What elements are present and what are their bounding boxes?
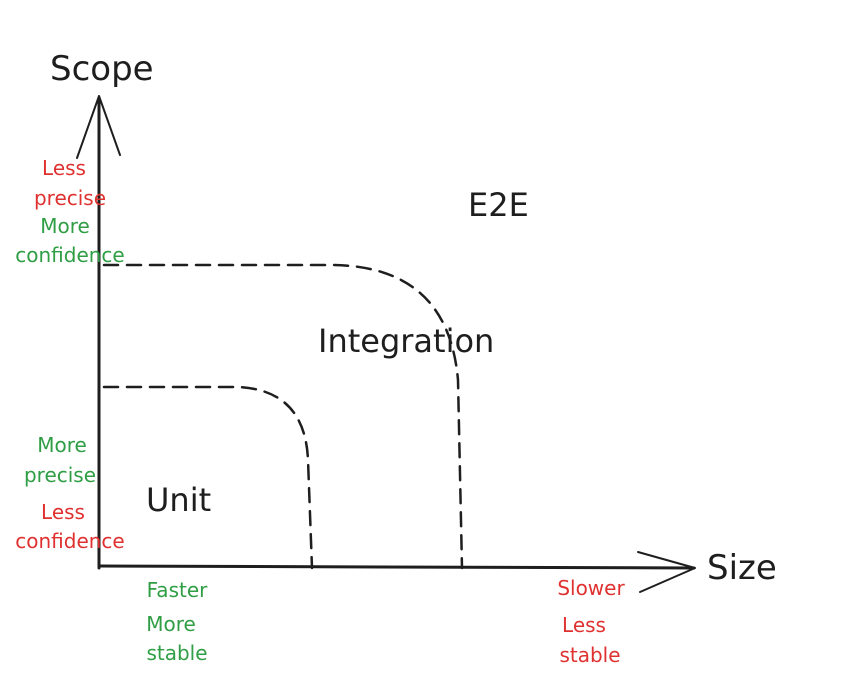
y-top-note-confidence: confidence xyxy=(15,243,124,267)
x-right-note-slower: Slower xyxy=(557,576,625,600)
y-axis xyxy=(76,95,121,570)
y-bottom-note-less: Less xyxy=(41,500,85,524)
x-axis-title: Size xyxy=(707,548,777,588)
x-right-note-stable: stable xyxy=(559,643,620,667)
y-axis-arrowhead xyxy=(76,95,121,159)
region-label-unit: Unit xyxy=(146,481,211,519)
x-left-notes: Faster More stable xyxy=(146,578,208,665)
y-bottom-note-confidence: confidence xyxy=(15,529,124,553)
y-top-note-more: More xyxy=(40,214,90,238)
x-axis xyxy=(97,551,696,593)
y-bottom-note-precise: precise xyxy=(24,463,96,487)
x-axis-arrowhead xyxy=(637,551,696,593)
x-axis-line xyxy=(97,564,696,570)
region-label-integration: Integration xyxy=(318,322,494,360)
x-right-notes: Slower Less stable xyxy=(557,576,625,667)
x-right-note-less: Less xyxy=(562,613,606,637)
region-label-e2e: E2E xyxy=(468,186,529,224)
x-left-note-stable: stable xyxy=(146,641,207,665)
unit-boundary xyxy=(102,385,314,570)
x-left-note-more: More xyxy=(146,612,196,636)
y-top-note-less: Less xyxy=(42,156,86,180)
y-bottom-note-more: More xyxy=(37,433,87,457)
integration-boundary xyxy=(102,263,464,570)
y-axis-title: Scope xyxy=(50,49,154,89)
x-left-note-faster: Faster xyxy=(147,578,208,602)
y-bottom-notes: More precise Less confidence xyxy=(15,433,124,553)
y-top-note-precise: precise xyxy=(34,186,106,210)
y-top-notes: Less precise More confidence xyxy=(15,156,124,267)
